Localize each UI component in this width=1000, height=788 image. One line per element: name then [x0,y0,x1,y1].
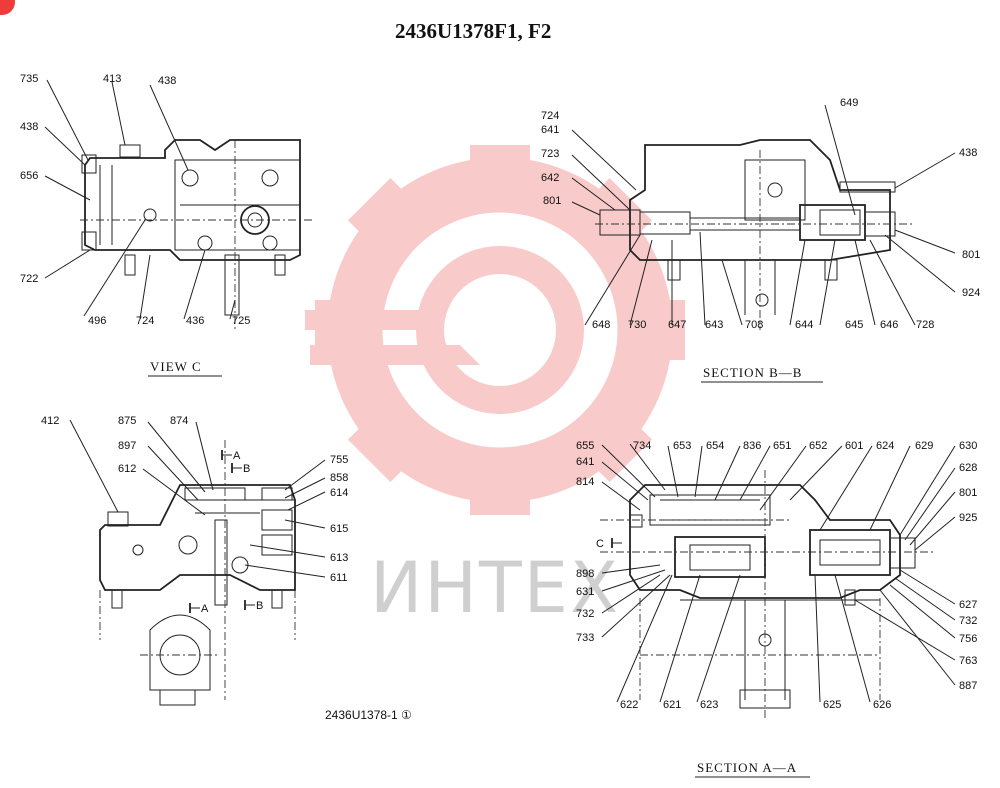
view-c-label: 722 [20,273,38,285]
section-aa-label: 654 [706,440,724,452]
section-bb-label: 641 [541,124,559,136]
section-aa-label: 641 [576,456,594,468]
section-bb-label: 646 [880,319,898,331]
section-aa-label: 651 [773,440,791,452]
section-marker: B [243,463,250,475]
section-aa-label: 623 [700,699,718,711]
view-c-caption: VIEW C [150,359,202,374]
drawing-reference-number: 2436U1378-1 ① [325,708,412,722]
side-view-label: 858 [330,472,348,484]
section-aa-label: 733 [576,632,594,644]
section-aa-label: 732 [959,615,977,627]
section-bb-label: 801 [543,195,561,207]
section-bb-label: 642 [541,172,559,184]
section-aa-label: 763 [959,655,977,667]
section-bb-drawing [571,104,956,330]
section-aa-label: 629 [915,440,933,452]
watermark-text: ИНТЕХ [370,547,620,629]
watermark-gear-icon [305,145,685,515]
section-aa-label: 836 [743,440,761,452]
section-marker: A [233,450,241,462]
section-aa-label: 630 [959,440,977,452]
drawing-title: 2436U1378F1, F2 [395,19,551,43]
section-bb-label: 730 [628,319,646,331]
side-view-label: 611 [330,572,348,584]
side-view-label: 412 [41,415,59,427]
section-aa-label: 814 [576,476,594,488]
section-aa-label: 652 [809,440,827,452]
view-c-label: 735 [20,73,38,85]
section-bb-label: 647 [668,319,686,331]
section-bb-label: 801 [962,249,980,261]
side-view-label: 613 [330,552,348,564]
view-c-label: 438 [20,121,38,133]
section-bb-label: 708 [745,319,763,331]
side-view-label: 615 [330,523,348,535]
section-aa-label: 601 [845,440,863,452]
view-c-label: 656 [20,170,38,182]
section-aa-label: 621 [663,699,681,711]
section-aa-label: 625 [823,699,841,711]
section-marker: A [201,603,209,615]
corner-logo-icon [0,0,15,15]
section-bb-label: 645 [845,319,863,331]
section-bb-label: 649 [840,97,858,109]
section-bb-label: 648 [592,319,610,331]
section-marker: C [596,538,604,550]
section-aa-label: 624 [876,440,894,452]
section-aa-label: 925 [959,512,977,524]
section-bb-label: 724 [541,110,559,122]
section-bb-label: 438 [959,147,977,159]
view-c-label: 496 [88,315,106,327]
section-bb-label: 643 [705,319,723,331]
section-aa-caption: SECTION A—A [697,760,797,775]
side-view-label: 614 [330,487,348,499]
section-bb-label: 723 [541,148,559,160]
section-aa-label: 626 [873,699,891,711]
view-c-label: 436 [186,315,204,327]
section-bb-label: 728 [916,319,934,331]
section-aa-label: 734 [633,440,651,452]
section-aa-label: 732 [576,608,594,620]
side-view-label: 875 [118,415,136,427]
section-aa-label: 631 [576,586,594,598]
view-c-label: 724 [136,315,154,327]
section-aa-label: 887 [959,680,977,692]
section-bb-caption: SECTION B—B [703,365,802,380]
section-aa-label: 653 [673,440,691,452]
section-aa-label: 801 [959,487,977,499]
side-view-label: 755 [330,454,348,466]
view-c-label: 438 [158,75,176,87]
view-c-label: 413 [103,73,121,85]
side-view-label: 874 [170,415,188,427]
section-marker: B [256,600,263,612]
side-view-drawing [69,419,326,706]
section-bb-label: 644 [795,319,813,331]
section-aa-label: 622 [620,699,638,711]
view-c-label: 725 [232,315,250,327]
side-view-label: 897 [118,440,136,452]
section-aa-label: 655 [576,440,594,452]
section-aa-label: 627 [959,599,977,611]
section-bb-label: 924 [962,287,980,299]
section-aa-label: 756 [959,633,977,645]
view-c-drawing [44,79,312,330]
side-view-label: 612 [118,463,136,475]
section-aa-label: 628 [959,462,977,474]
section-aa-label: 898 [576,568,594,580]
section-aa-drawing [600,443,956,720]
